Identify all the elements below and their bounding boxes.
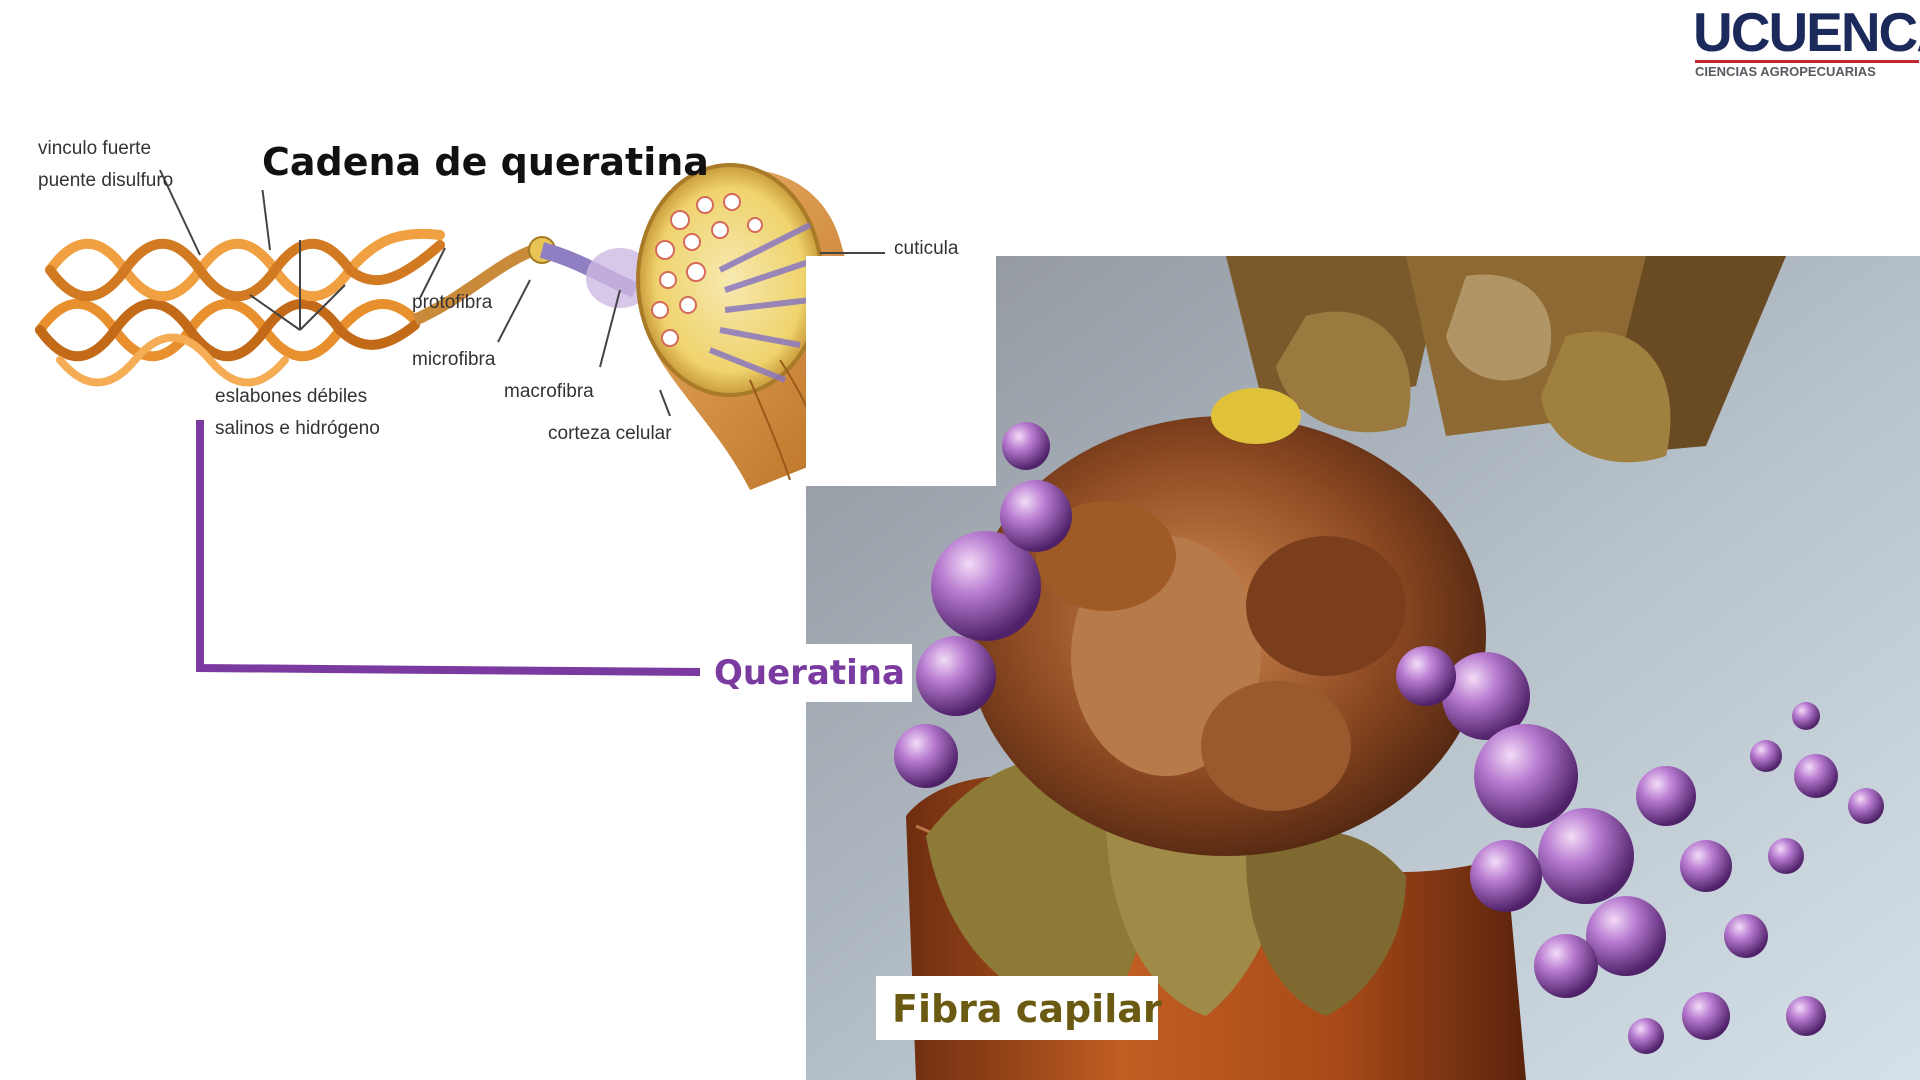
label-eslabones: eslabones débiles [215,386,368,407]
diagram-title: Cadena de queratina [262,140,709,184]
label-vinculo: vinculo fuerte [38,138,152,159]
label-corteza: corteza celular [548,423,672,444]
queratina-connector [196,420,701,676]
helix-chains [35,228,445,387]
queratina-label: Queratina [714,653,905,693]
macrofibril-bundles [708,222,816,383]
title-background [258,136,671,190]
label-puente: puente disulfuro [38,170,174,191]
logo-underline [1695,60,1919,63]
university-logo: UCUENCA [1693,1,1920,63]
label-macrofibra: macrofibra [504,381,594,402]
hair-fiber-render [806,256,1920,1080]
cortex-cells [651,193,763,347]
label-microfibra: microfibra [412,349,496,370]
label-cuticula: cuticula [894,238,959,259]
queratina-callout [702,644,912,702]
protofibra-strand [412,242,542,326]
logo-subtitle: CIENCIAS AGROPECUARIAS [1695,64,1876,79]
cuticle-scales [1226,256,1786,463]
fibra-callout [876,976,1158,1040]
fibra-capilar-label: Fibra capilar [892,987,1162,1031]
keratin-bubbles [894,422,1884,1054]
label-protofibra: protofibra [412,292,493,313]
label-salinos: salinos e hidrógeno [215,418,380,439]
